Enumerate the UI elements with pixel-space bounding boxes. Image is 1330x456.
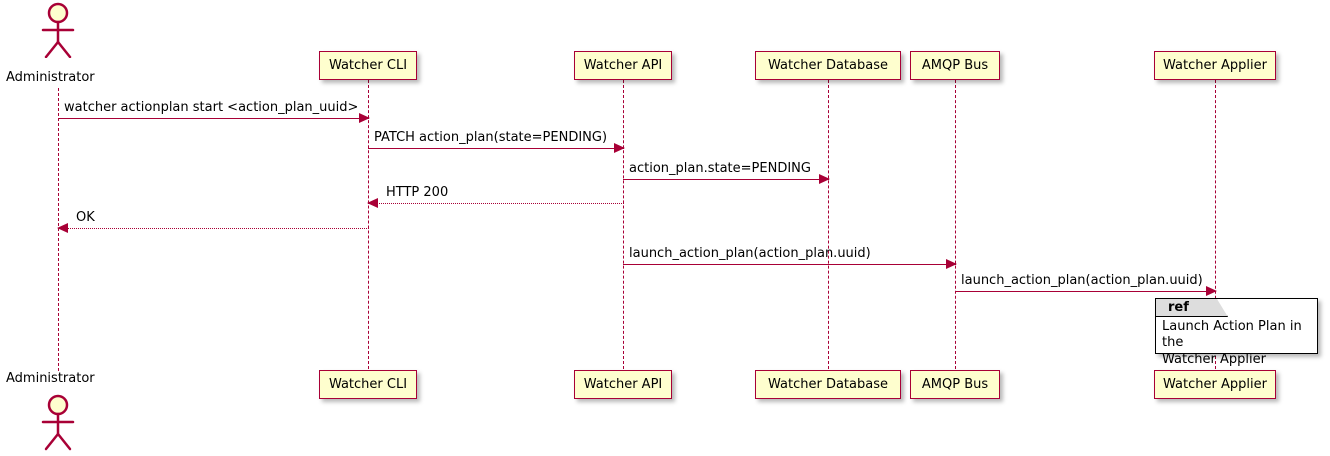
ref-fragment-header-label: ref (1168, 300, 1189, 315)
message-label: launch_action_plan(action_plan.uuid) (961, 272, 1203, 288)
participant-amqp-bus-bottom[interactable]: AMQP Bus (910, 370, 1000, 399)
arrowhead-icon (819, 174, 830, 184)
actor-administrator-top (33, 2, 83, 59)
lifeline-amqp-bus (955, 80, 956, 369)
participant-watcher-api-top[interactable]: Watcher API (574, 51, 672, 80)
participant-amqp-bus-top[interactable]: AMQP Bus (910, 51, 1000, 80)
arrowhead-icon (614, 143, 625, 153)
actor-administrator-bottom (33, 392, 83, 452)
lifeline-watcher-applier (1215, 80, 1216, 369)
participant-watcher-cli-bottom[interactable]: Watcher CLI (319, 370, 417, 399)
participant-watcher-database-bottom[interactable]: Watcher Database (755, 370, 901, 399)
participant-label: Watcher API (583, 58, 663, 73)
lifeline-watcher-cli (368, 80, 369, 369)
ref-fragment-body-line: Launch Action Plan in the (1162, 319, 1302, 351)
participant-watcher-api-bottom[interactable]: Watcher API (574, 370, 672, 399)
message-line (368, 148, 624, 149)
arrowhead-icon (367, 198, 378, 208)
actor-label-administrator-bottom: Administrator (6, 371, 95, 386)
participant-label: Watcher API (583, 377, 663, 392)
message-line (58, 118, 369, 119)
arrowhead-icon (359, 113, 370, 123)
actor-label-administrator-top: Administrator (6, 70, 95, 85)
message-label: PATCH action_plan(state=PENDING) (374, 129, 608, 145)
message-line (955, 291, 1216, 292)
participant-label: Watcher Database (768, 58, 888, 73)
message-line (368, 203, 624, 204)
ref-fragment-body: Launch Action Plan in the Watcher Applie… (1162, 319, 1313, 368)
message-label: action_plan.state=PENDING (629, 160, 811, 176)
lifeline-watcher-api (623, 80, 624, 369)
message-line (58, 228, 369, 229)
participant-watcher-applier-top[interactable]: Watcher Applier (1154, 51, 1276, 80)
ref-fragment-header: ref (1156, 299, 1228, 317)
participant-label: Watcher CLI (328, 58, 408, 73)
participant-label: Watcher CLI (328, 377, 408, 392)
message-line (623, 179, 829, 180)
actor-figure-icon (41, 2, 75, 59)
arrowhead-icon (57, 223, 68, 233)
participant-label: AMQP Bus (921, 58, 989, 73)
message-label: watcher actionplan start <action_plan_uu… (64, 99, 359, 115)
participant-label: Watcher Applier (1163, 58, 1267, 73)
arrowhead-icon (1206, 286, 1217, 296)
ref-fragment-body-line: Watcher Applier (1162, 351, 1266, 367)
actor-figure-icon (41, 394, 75, 451)
participant-watcher-applier-bottom[interactable]: Watcher Applier (1154, 370, 1276, 399)
message-label: HTTP 200 (386, 184, 449, 200)
participant-watcher-database-top[interactable]: Watcher Database (755, 51, 901, 80)
ref-fragment-launch-action-plan[interactable]: ref Launch Action Plan in the Watcher Ap… (1155, 298, 1318, 367)
participant-watcher-cli-top[interactable]: Watcher CLI (319, 51, 417, 80)
lifeline-watcher-database (828, 80, 829, 369)
message-label: launch_action_plan(action_plan.uuid) (629, 245, 871, 261)
participant-label: AMQP Bus (921, 377, 989, 392)
arrowhead-icon (946, 259, 957, 269)
participant-label: Watcher Applier (1163, 377, 1267, 392)
message-label: OK (76, 209, 95, 225)
participant-label: Watcher Database (768, 377, 888, 392)
message-line (623, 264, 956, 265)
